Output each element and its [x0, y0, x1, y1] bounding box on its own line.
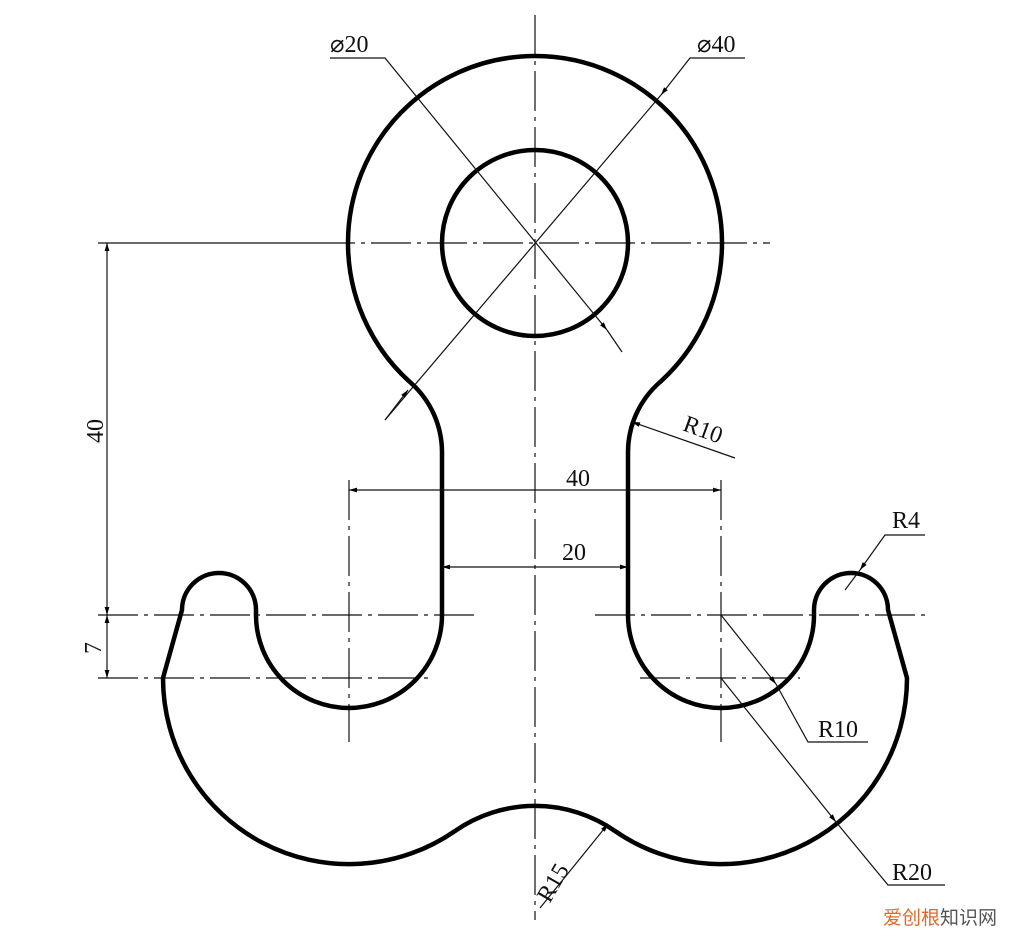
- centerlines: [98, 15, 930, 920]
- leader-r10-bottom-arrow: [720, 614, 777, 685]
- label-dim-40-horizontal: 40: [566, 466, 590, 492]
- leader-r4: [859, 534, 925, 571]
- leader-dia40: [660, 57, 745, 96]
- label-dia40: ⌀40: [697, 32, 735, 58]
- leader-dia40-arrow: [384, 389, 409, 421]
- label-dim-20: 20: [562, 540, 586, 566]
- watermark-part2: 知识网: [940, 907, 998, 929]
- leader-r10-bottom: [775, 683, 868, 743]
- label-r4: R4: [892, 508, 920, 534]
- watermark: 爱创根知识网: [883, 903, 997, 930]
- leader-dia20: [330, 57, 608, 331]
- leader-r20: [835, 821, 945, 886]
- leader-dia40-ext: [384, 94, 662, 421]
- dimension-lines: [98, 57, 945, 909]
- label-dim-7: 7: [81, 642, 107, 654]
- label-r20: R20: [892, 860, 932, 886]
- label-dim-40-vertical: 40: [83, 419, 109, 443]
- hook-outline: [160, 53, 910, 867]
- leader-r10-top: [631, 421, 736, 459]
- label-r10-top: R10: [680, 411, 726, 449]
- leader-r15: [539, 823, 609, 909]
- label-r10-bottom: R10: [818, 717, 858, 743]
- watermark-part1: 爱创根: [883, 907, 941, 929]
- leader-r20-arrow: [720, 677, 837, 823]
- label-dia20: ⌀20: [330, 32, 368, 58]
- label-r15: R15: [532, 859, 575, 907]
- inner-hole-circle: [439, 147, 631, 339]
- leader-r4-ext: [844, 569, 861, 591]
- leader-dia20-ext: [606, 329, 623, 353]
